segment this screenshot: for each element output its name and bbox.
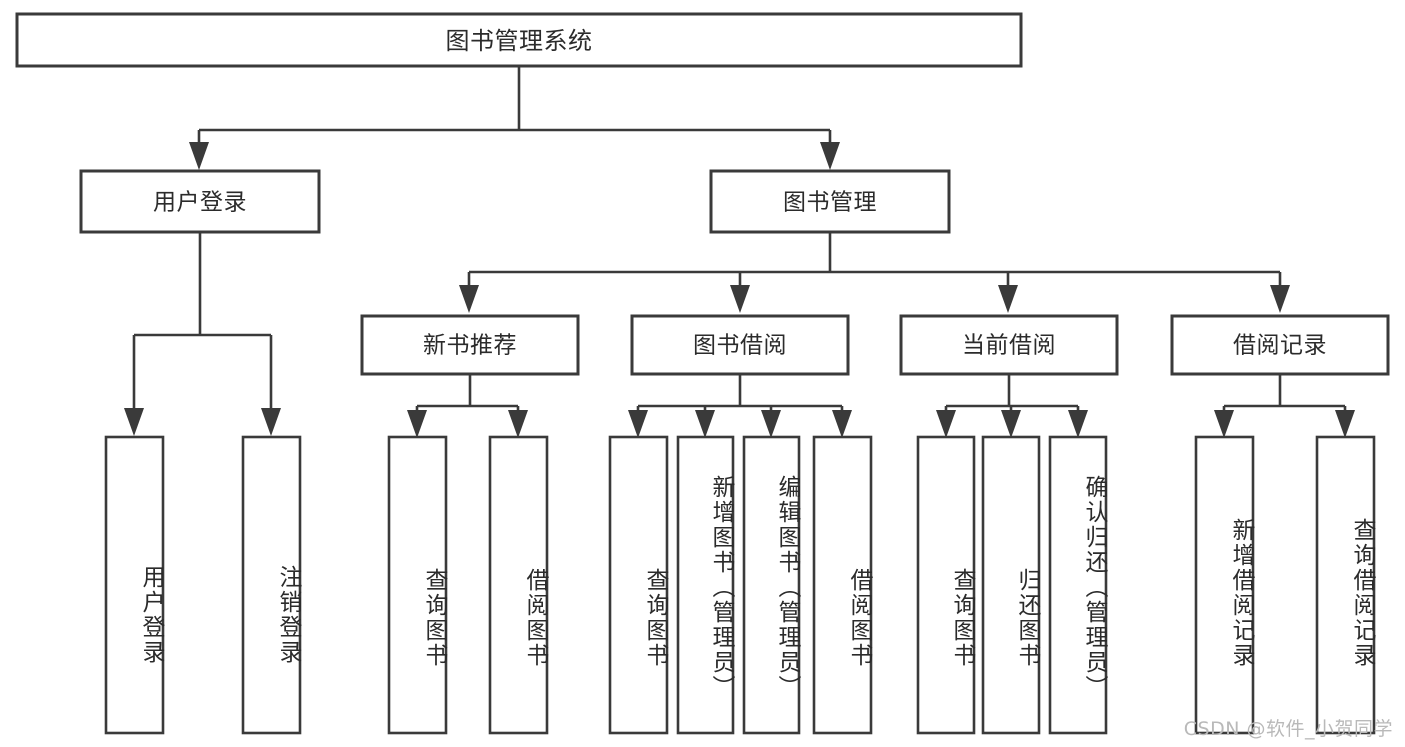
new-book-rec-box (360, 314, 580, 376)
arrow-to-leaf-query-book-2 (628, 410, 648, 438)
user-login-label: 用户登录 (153, 190, 247, 216)
arrow-to-book-borrow (730, 285, 750, 313)
leaf-box-borrow-book-1[interactable] (488, 435, 549, 735)
leaf-box-return-book[interactable] (981, 435, 1041, 735)
node-borrow-record[interactable]: 借阅记录 (1170, 314, 1390, 376)
arrow-to-leaf-logout (261, 408, 281, 436)
leaf-box-query-book-1[interactable] (387, 435, 448, 735)
book-manage-box (709, 169, 951, 234)
leaf-box-add-record[interactable] (1194, 435, 1255, 735)
book-borrow-box (630, 314, 850, 376)
node-current-borrow[interactable]: 当前借阅 (899, 314, 1119, 376)
leaf-box-add-book[interactable] (676, 435, 735, 735)
leaf-box-borrow-book-2[interactable] (812, 435, 873, 735)
node-book-manage[interactable]: 图书管理 (709, 169, 951, 234)
current-borrow-box (899, 314, 1119, 376)
borrow-record-box (1170, 314, 1390, 376)
arrow-root-to-user-login (189, 142, 209, 170)
book-borrow-label: 图书借阅 (693, 333, 787, 359)
leaf-box-edit-book[interactable] (742, 435, 801, 735)
arrow-to-leaf-confirm-return (1068, 410, 1088, 438)
arrow-to-leaf-borrow-book-2 (832, 410, 852, 438)
borrow-record-label: 借阅记录 (1233, 333, 1327, 359)
leaf-box-query-book-3[interactable] (916, 435, 976, 735)
arrow-to-leaf-edit-book (761, 410, 781, 438)
node-user-login[interactable]: 用户登录 (79, 169, 321, 234)
arrow-to-leaf-return-book (1001, 410, 1021, 438)
csdn-watermark: CSDN @软件_小贺同学 (1183, 718, 1393, 740)
arrow-to-current-borrow (998, 285, 1018, 313)
arrow-to-leaf-user-login (124, 408, 144, 436)
leaf-box-logout[interactable] (241, 435, 302, 735)
root-box (15, 12, 1023, 68)
arrow-to-leaf-query-book-1 (407, 410, 427, 438)
node-new-book-rec[interactable]: 新书推荐 (360, 314, 580, 376)
leaf-box-query-book-2[interactable] (608, 435, 669, 735)
arrow-to-leaf-query-book-3 (936, 410, 956, 438)
arrow-to-leaf-add-record (1214, 410, 1234, 438)
leaf-box-query-record[interactable] (1315, 435, 1376, 735)
leaf-box-user-login[interactable] (104, 435, 165, 735)
current-borrow-label: 当前借阅 (962, 333, 1056, 359)
arrow-to-new-book-rec (459, 285, 479, 313)
arrow-to-leaf-query-record (1335, 410, 1355, 438)
node-book-borrow[interactable]: 图书借阅 (630, 314, 850, 376)
arrow-root-to-book-manage (820, 142, 840, 170)
book-manage-label: 图书管理 (783, 190, 877, 216)
new-book-rec-label: 新书推荐 (423, 333, 517, 359)
root-label: 图书管理系统 (446, 27, 593, 55)
node-root[interactable]: 图书管理系统 (15, 12, 1023, 68)
arrow-to-leaf-borrow-book-1 (508, 410, 528, 438)
arrow-to-leaf-add-book (695, 410, 715, 438)
leaf-box-confirm-return[interactable] (1048, 435, 1108, 735)
arrow-to-borrow-record (1270, 285, 1290, 313)
